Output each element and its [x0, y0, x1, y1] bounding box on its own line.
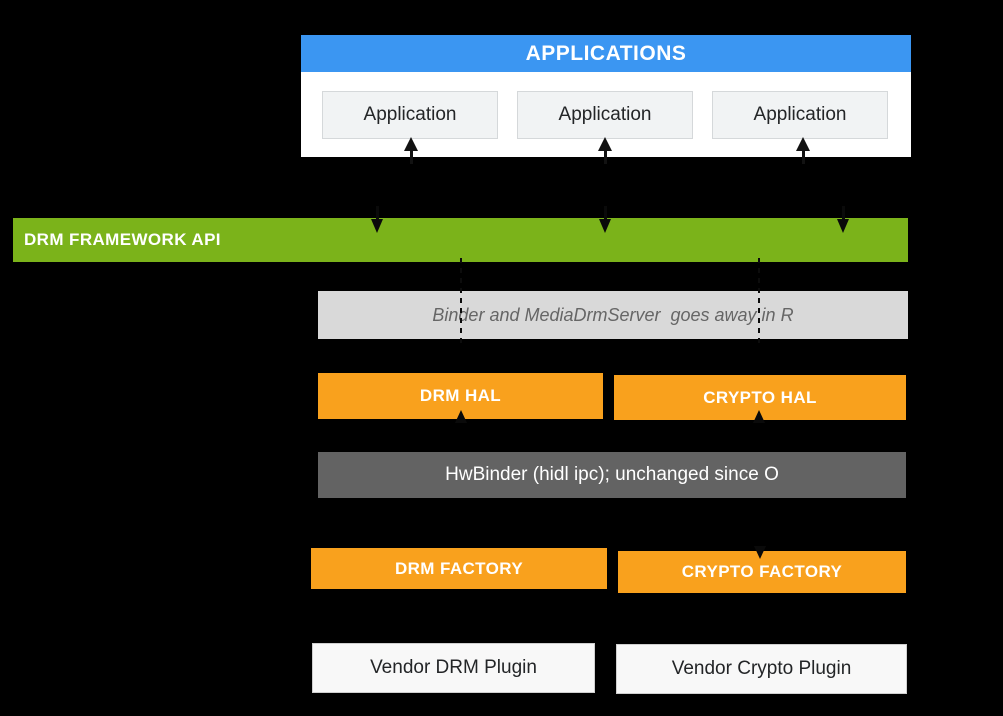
- drm-factory-box: DRM FACTORY: [311, 548, 607, 589]
- application-box: Application: [712, 91, 888, 139]
- up-arrow-icon: [796, 137, 810, 151]
- down-arrow-icon: [837, 219, 849, 233]
- dashed-connector: [758, 258, 760, 346]
- up-arrow-icon: [802, 146, 805, 164]
- application-box: Application: [322, 91, 498, 139]
- down-arrow-icon: [754, 546, 766, 559]
- dashed-connector: [460, 258, 462, 346]
- binder-note-bar: Binder and MediaDrmServer goes away in R: [318, 291, 908, 339]
- drm-framework-api-bar: DRM FRAMEWORK API: [13, 218, 908, 262]
- applications-header: APPLICATIONS: [301, 35, 911, 72]
- up-arrow-icon: [455, 410, 467, 423]
- vendor-crypto-plugin-box: Vendor Crypto Plugin: [616, 644, 907, 694]
- hwbinder-bar: HwBinder (hidl ipc); unchanged since O: [318, 452, 906, 498]
- up-arrow-icon: [404, 137, 418, 151]
- down-arrow-icon: [604, 206, 607, 222]
- up-arrow-icon: [604, 146, 607, 164]
- vendor-drm-plugin-box: Vendor DRM Plugin: [312, 643, 595, 693]
- down-arrow-icon: [842, 206, 845, 222]
- application-box: Application: [517, 91, 693, 139]
- down-arrow-icon: [376, 206, 379, 222]
- up-arrow-icon: [753, 410, 765, 423]
- down-arrow-icon: [599, 219, 611, 233]
- down-arrow-icon: [371, 219, 383, 233]
- applications-panel: APPLICATIONS Application Application App…: [301, 35, 911, 157]
- up-arrow-icon: [410, 146, 413, 164]
- up-arrow-icon: [598, 137, 612, 151]
- crypto-hal-box: CRYPTO HAL: [614, 375, 906, 420]
